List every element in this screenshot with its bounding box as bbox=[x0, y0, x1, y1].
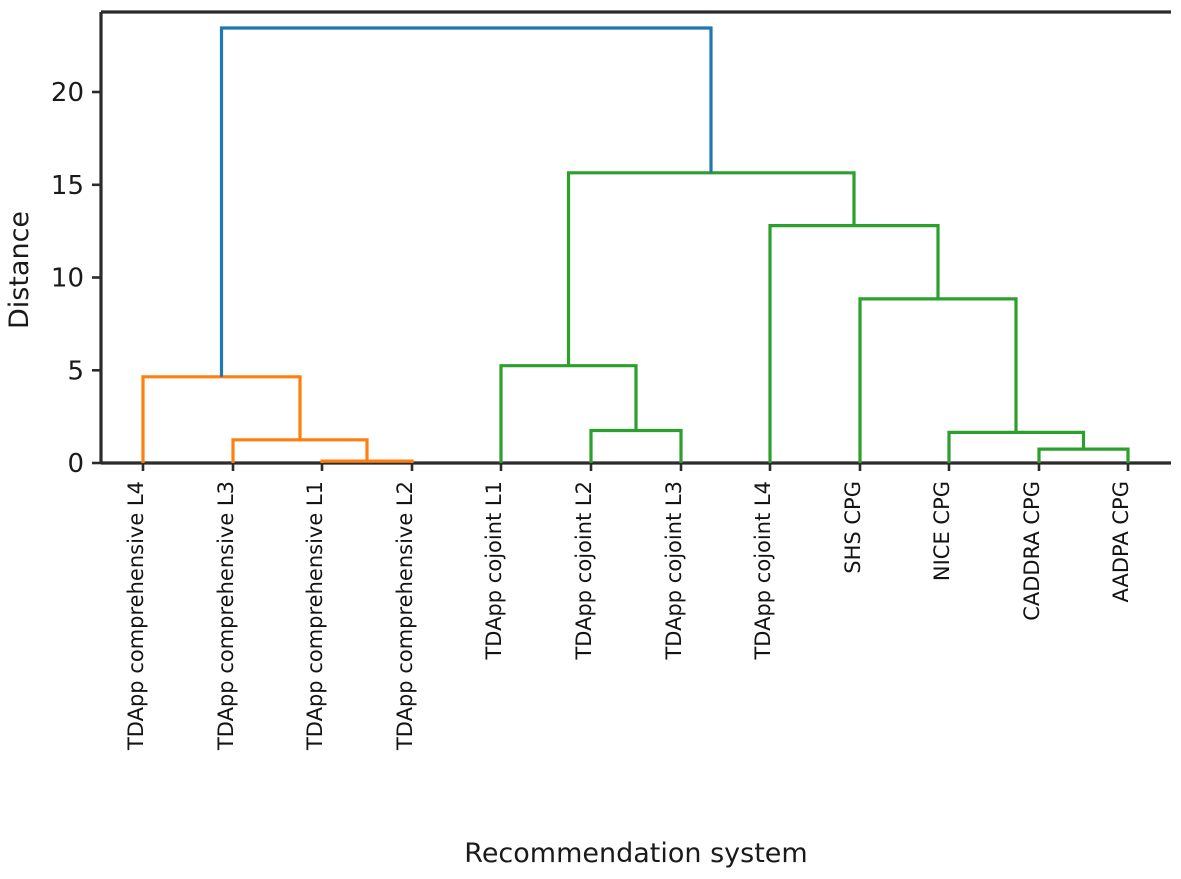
x-tick-label-1: TDApp comprehensive L3 bbox=[214, 481, 238, 751]
x-tick-label-3: TDApp comprehensive L2 bbox=[393, 481, 417, 751]
x-tick-label-2: TDApp comprehensive L1 bbox=[303, 481, 327, 751]
x-tick-label-6: TDApp cojoint L3 bbox=[662, 481, 686, 661]
link-m11-root bbox=[219, 26, 713, 377]
x-tick-label-8: SHS CPG bbox=[841, 481, 865, 574]
x-tick-label-11: AADPA CPG bbox=[1109, 481, 1133, 602]
x-tick-label-0: TDApp comprehensive L4 bbox=[124, 481, 148, 751]
y-tick-marks bbox=[92, 90, 101, 465]
y-tick-label-15: 15 bbox=[51, 171, 84, 201]
x-tick-label-9: NICE CPG bbox=[930, 481, 954, 581]
x-tick-label-4: TDApp cojoint L1 bbox=[482, 481, 506, 661]
y-tick-label-20: 20 bbox=[51, 78, 84, 108]
y-tick-label-5: 5 bbox=[67, 356, 84, 386]
x-tick-label-7: TDApp cojoint L4 bbox=[751, 481, 775, 661]
y-tick-label-10: 10 bbox=[51, 264, 84, 294]
y-tick-label-0: 0 bbox=[67, 449, 84, 479]
x-tick-marks bbox=[141, 463, 1130, 471]
x-axis-title: Recommendation system bbox=[464, 838, 807, 869]
x-tick-label-10: CADDRA CPG bbox=[1020, 481, 1044, 621]
y-axis-title: Distance bbox=[4, 211, 35, 329]
x-tick-label-5: TDApp cojoint L2 bbox=[572, 481, 596, 661]
